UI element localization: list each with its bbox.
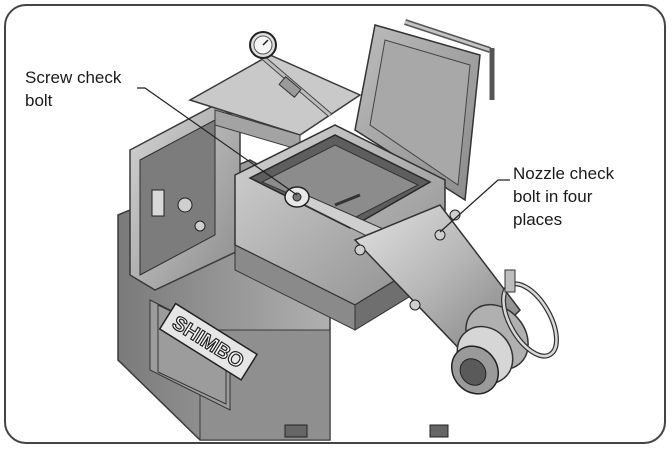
nozzle-check-bolt-label: Nozzle check bolt in four places [513,164,615,229]
top-deck [188,54,362,151]
nozzle-bolt-leader [439,179,510,233]
nozzle-cone [353,204,529,395]
hose-clamp [501,269,559,359]
leader-lines [137,87,510,233]
hopper-lid [354,19,495,202]
screw-check-bolt-label: Screw check bolt [25,68,122,110]
screw-bolt-leader [137,87,298,196]
machine-feet [284,424,449,438]
pressure-gauge [249,31,332,117]
